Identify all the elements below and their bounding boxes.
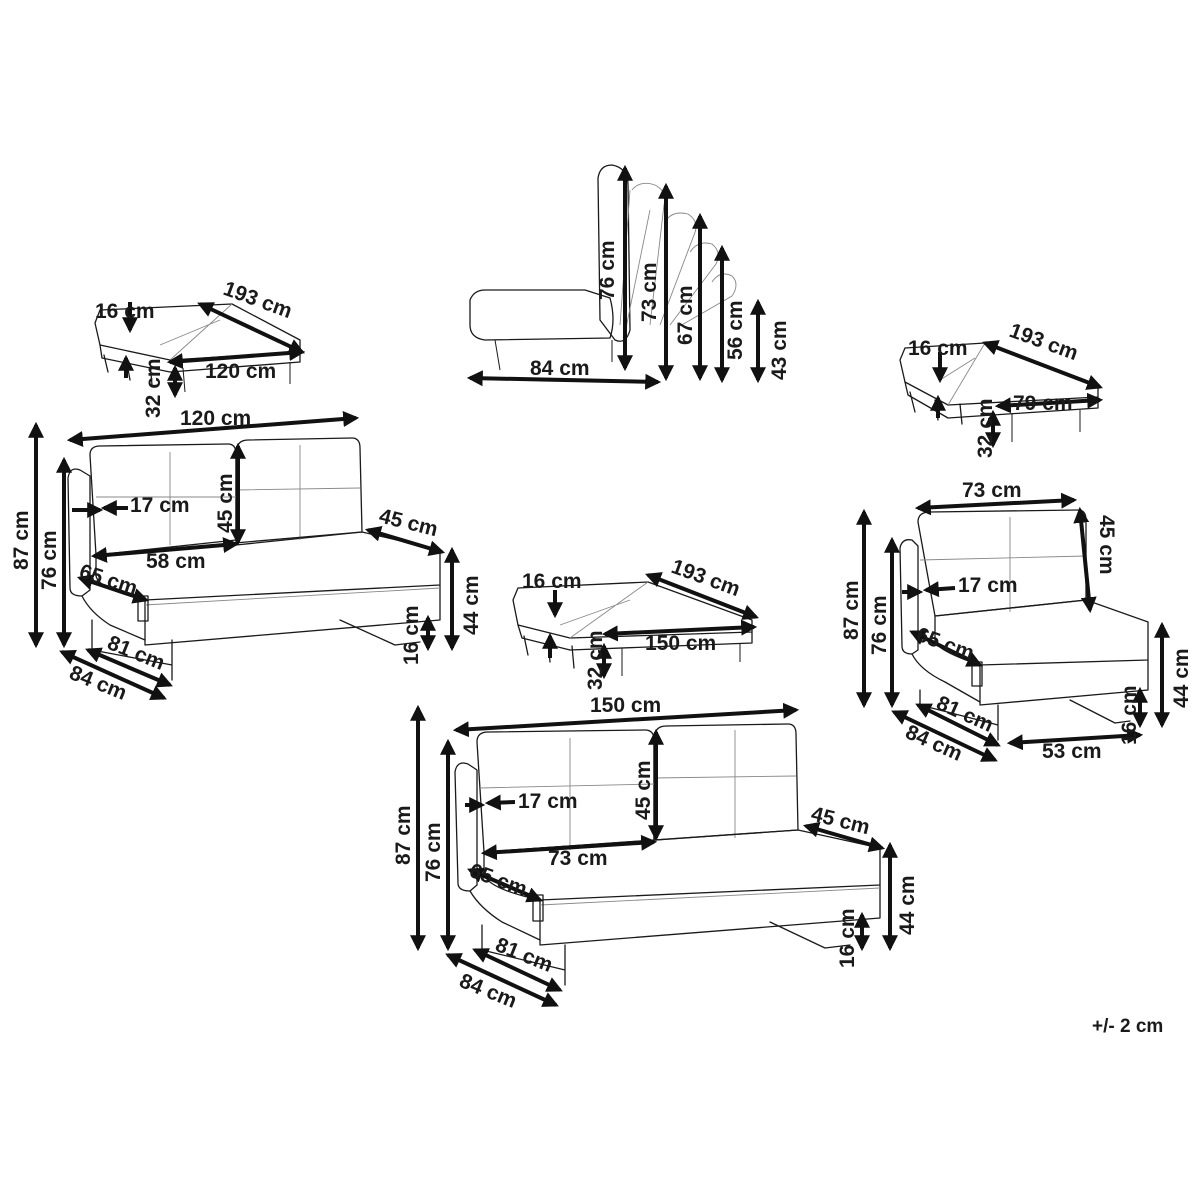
chair-label-arm17: 17 cm — [958, 574, 1018, 597]
bed-120-arrow-120 — [166, 344, 306, 370]
chair-label-d53: 53 cm — [1042, 740, 1102, 763]
bed-150-label-150: 150 cm — [645, 632, 716, 655]
bed-120-label-32: 32 cm — [142, 358, 165, 418]
chair-arrow-w73 — [914, 492, 1078, 516]
sofa-150-arrow-seat73 — [480, 834, 658, 861]
sofa-150-label-h87: 87 cm — [392, 805, 415, 865]
sofa-150-label-leg16: 16 cm — [836, 908, 859, 968]
bed-120-label-193: 193 cm — [220, 277, 295, 323]
sofa-120-arrow-depth45 — [364, 525, 446, 557]
side-label-67: 67 cm — [674, 285, 697, 345]
sofa-120-label-h87: 87 cm — [10, 510, 33, 570]
bed-79-label-16: 16 cm — [908, 337, 968, 360]
sofa-150-label-seat73: 73 cm — [548, 847, 608, 870]
bed-150-arrow-193 — [645, 572, 759, 620]
sofa-150-arrow-d84 — [445, 953, 559, 1007]
chair-arrow-seat65 — [909, 630, 983, 667]
sofa-150-label-w150: 150 cm — [590, 694, 661, 717]
sofa-150-arrow-seat65 — [467, 867, 543, 903]
sofa-120-arrow-seat58 — [90, 537, 240, 563]
sofa-150-label-depth45: 45 cm — [809, 803, 872, 840]
sofa-150-label-d81: 81 cm — [492, 933, 556, 977]
sofa-120-label-seat65: 65 cm — [76, 560, 140, 600]
chair-label-w73: 73 cm — [962, 479, 1022, 502]
sofa-120-label-w120: 120 cm — [180, 407, 251, 430]
sofa-150-arrow-depth45 — [802, 821, 886, 853]
side-arrow-84 — [466, 370, 662, 390]
bed-79-arrow-193 — [982, 340, 1103, 390]
sofa-150-label-seat65: 65 cm — [466, 859, 530, 901]
bed-120-label-120: 120 cm — [205, 360, 276, 383]
sofa-150-arrow-arm17b — [484, 794, 516, 811]
bed-150-arrow-150 — [601, 619, 758, 642]
sofa-150-label-back45: 45 cm — [632, 760, 655, 820]
tolerance-note: +/- 2 cm — [1092, 1016, 1163, 1037]
bed-120-arrow-193 — [197, 302, 305, 354]
chair-arrow-d84 — [891, 710, 998, 762]
sofa-150-label-d84: 84 cm — [456, 969, 520, 1013]
chair-label-seat65: 65 cm — [913, 623, 977, 665]
side-label-84: 84 cm — [530, 357, 590, 380]
bed-79-label-32: 32 cm — [974, 398, 997, 458]
side-label-56: 56 cm — [724, 300, 747, 360]
sofa-150-label-seat44: 44 cm — [896, 875, 919, 935]
sofa-120-label-leg16: 16 cm — [400, 605, 423, 665]
sofa-120-arrow-seat65 — [76, 574, 150, 604]
side-label-73: 73 cm — [638, 262, 661, 322]
sofa-150-arrow-w150 — [452, 702, 800, 738]
chair-label-h76: 76 cm — [868, 595, 891, 655]
sofa-150-label-arm17: 17 cm — [518, 790, 578, 813]
chair-label-h87: 87 cm — [840, 580, 863, 640]
sofa-120-arrow-d84 — [59, 649, 167, 701]
bed-79-arrow-79 — [994, 392, 1104, 414]
bed-79-outline — [899, 342, 1099, 442]
chair-arrow-arm17b — [922, 581, 956, 598]
bed-150-label-16: 16 cm — [522, 570, 582, 593]
sofa-120-label-seat58: 58 cm — [146, 550, 206, 573]
sofa-120-arrow-w120 — [66, 411, 360, 447]
sofa-120-label-arm17: 17 cm — [130, 494, 190, 517]
bed-79-label-193: 193 cm — [1006, 319, 1081, 365]
bed-79-label-79: 79 cm — [1013, 392, 1073, 415]
chair-label-d84: 84 cm — [902, 721, 966, 766]
bed-150-label-32: 32 cm — [584, 630, 607, 690]
side-label-76: 76 cm — [596, 240, 619, 300]
side-label-43: 43 cm — [768, 320, 791, 380]
chair-arrow-back45 — [1073, 506, 1097, 614]
sofa-120-label-back45: 45 cm — [214, 473, 237, 533]
bed-120-label-16: 16 cm — [95, 300, 155, 323]
sofa-120-label-seat44: 44 cm — [460, 575, 483, 635]
chair-arrow-d53 — [1006, 727, 1144, 751]
chair-label-seat44: 44 cm — [1170, 648, 1193, 708]
sofa-120-label-h76: 76 cm — [38, 530, 61, 590]
chair-label-back45: 45 cm — [1095, 515, 1118, 575]
sofa-150-label-h76: 76 cm — [422, 822, 445, 882]
chair-label-leg16: 16 cm — [1118, 685, 1141, 745]
